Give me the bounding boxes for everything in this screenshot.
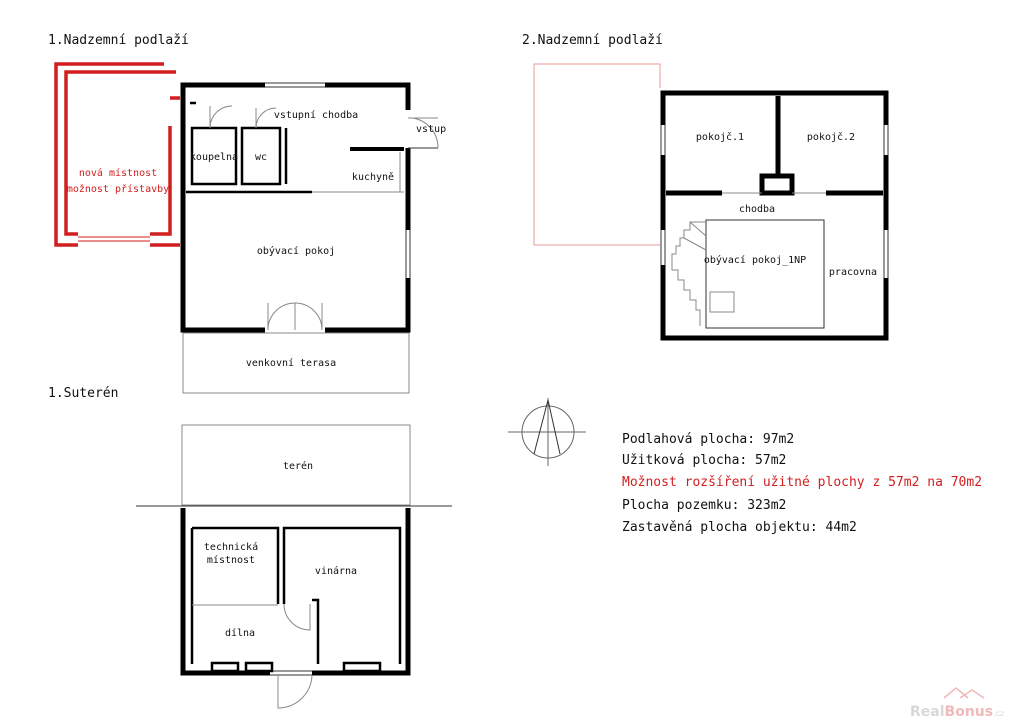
built-area-text: Zastavěná plocha objektu: 44m2 [622,520,857,535]
watermark-logo: RealBonus.cz [910,687,1004,720]
bathroom-label: koupelna [190,152,238,163]
floor2-plan: pokojč.1 pokojč.2 chodba obývací pokoj_1… [533,63,889,341]
bathroom-walls [190,126,238,186]
floor-area-text: Podlahová plocha: 97m2 [622,432,794,447]
staircase [671,221,735,326]
terrain-outline [181,424,411,506]
study-label: pracovna [829,267,877,278]
north-arrow-icon [508,398,586,466]
expansion-text: Možnost rozšíření užitné plochy z 57m2 n… [622,475,982,490]
plot-area-text: Plocha pozemku: 323m2 [622,498,786,513]
terrace-label: venkovní terasa [246,357,336,369]
entrance-hall-label: vstupní chodba [274,109,358,121]
kitchen-label: kuchyně [352,171,394,183]
tech-room-label-2: místnost [207,554,255,566]
new-room-extension [54,62,180,247]
wc-label: wc [255,152,267,163]
new-room-label-1: nová místnost [79,167,157,179]
wc-walls [240,126,282,186]
info-block: Podlahová plocha: 97m2 Užitková plocha: … [622,432,982,535]
basement-heading: 1.Suterén [48,386,118,401]
floor1-plan: nová místnost možnost přístavby vstup ko… [54,62,446,394]
wine-cellar-label: vinárna [315,565,357,577]
corridor-label: chodba [739,204,775,215]
entrance-label: vstup [416,124,446,135]
terrace-door [267,302,323,331]
void-outline [705,219,825,329]
floor1-heading: 1.Nadzemní podlaží [48,33,189,48]
tech-room-label-1: technická [204,541,258,553]
basement-plan: terén technická místnost vinárna dílna [136,424,452,709]
usable-area-text: Užitková plocha: 57m2 [622,453,786,468]
new-room-label-2: možnost přístavby [67,183,169,195]
terrain-label: terén [283,460,313,472]
watermark-text: RealBonus.cz [910,704,1004,720]
room2-label: pokojč.2 [807,131,855,143]
room1-label: pokojč.1 [696,131,744,143]
living-room-label: obývací pokoj [257,245,335,257]
floor2-heading: 2.Nadzemní podlaží [522,33,663,48]
entrance-door [408,117,439,149]
terrace-outline [182,332,410,394]
workshop-label: dílna [225,627,255,639]
living-room-1np-label: obývací pokoj_1NP [704,254,806,266]
